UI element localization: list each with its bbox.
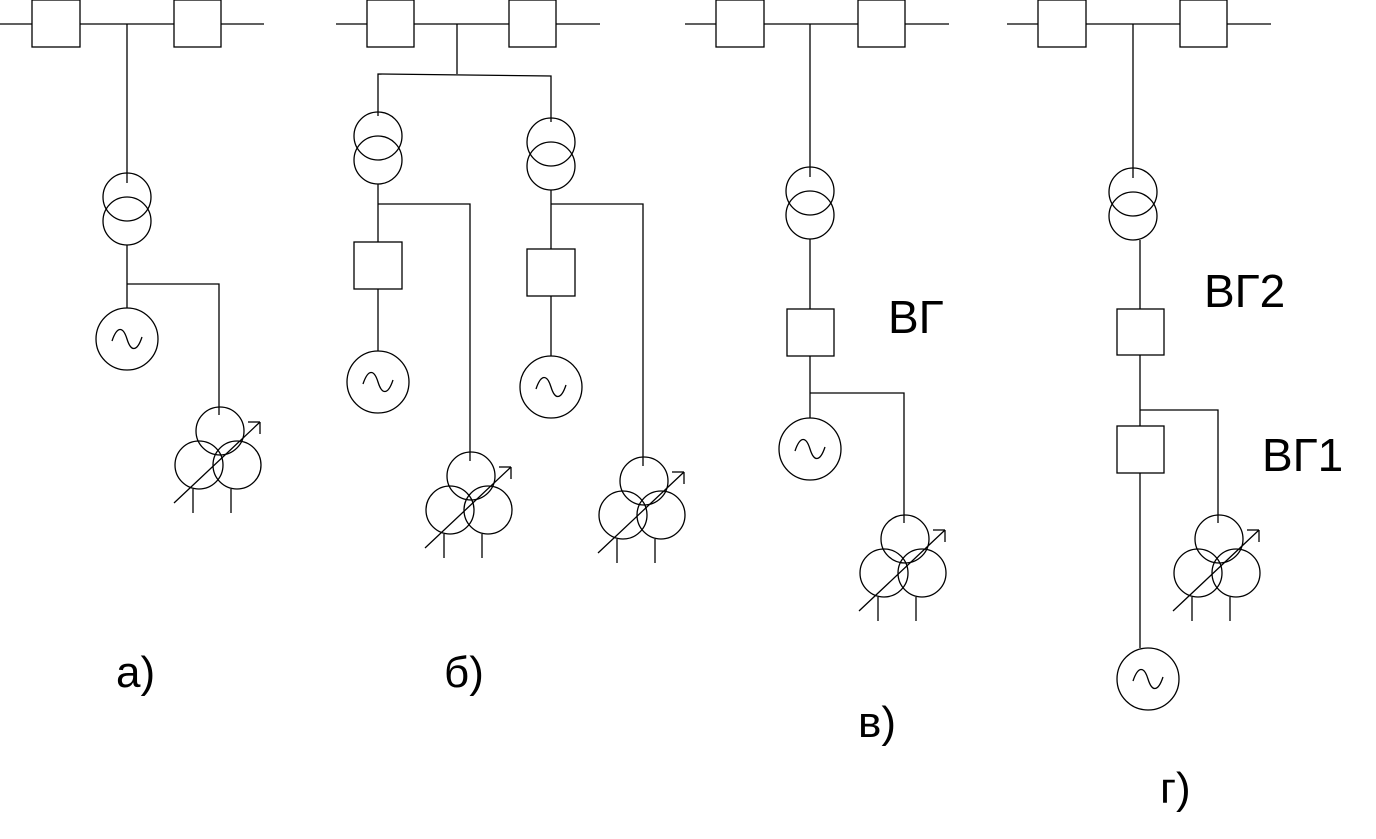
bus-breaker bbox=[857, 0, 906, 48]
bus-breaker bbox=[31, 0, 81, 48]
caption-a: а) bbox=[116, 648, 155, 697]
generator-breaker bbox=[353, 241, 403, 290]
variant-b-scheme bbox=[336, 0, 686, 564]
caption-g: г) bbox=[1160, 764, 1191, 813]
transformer-icon bbox=[353, 111, 403, 185]
caption-b: б) bbox=[444, 648, 484, 697]
generator-breaker bbox=[526, 248, 576, 297]
generator-icon bbox=[1116, 647, 1180, 711]
label-vg1: ВГ1 bbox=[1262, 429, 1343, 481]
three-winding-transformer-icon bbox=[1172, 514, 1261, 622]
bus-breaker bbox=[715, 0, 765, 48]
bus-breaker bbox=[508, 0, 557, 48]
three-winding-transformer-icon bbox=[173, 406, 262, 514]
transformer-icon bbox=[1108, 167, 1158, 241]
generator-icon bbox=[95, 307, 159, 371]
caption-v: в) bbox=[858, 698, 896, 747]
three-winding-transformer-icon bbox=[424, 451, 513, 559]
breaker-vg2 bbox=[1116, 308, 1165, 356]
label-vg2: ВГ2 bbox=[1204, 265, 1285, 317]
variant-v-scheme bbox=[685, 0, 949, 622]
three-winding-transformer-icon bbox=[858, 514, 947, 622]
three-winding-transformer-icon bbox=[597, 456, 686, 564]
label-vg: ВГ bbox=[888, 291, 944, 343]
generator-icon bbox=[778, 417, 842, 481]
transformer-icon bbox=[102, 172, 152, 246]
bus-breaker bbox=[1037, 0, 1087, 48]
variant-a-scheme bbox=[0, 0, 264, 514]
generator-breaker bbox=[786, 308, 835, 357]
breaker-vg1 bbox=[1116, 425, 1165, 474]
transformer-icon bbox=[785, 166, 835, 240]
bus-breaker bbox=[1179, 0, 1228, 48]
generator-icon bbox=[519, 355, 583, 419]
transformer-icon bbox=[526, 117, 576, 191]
generator-icon bbox=[346, 350, 410, 414]
bus-breaker bbox=[173, 0, 222, 48]
bus-breaker bbox=[366, 0, 415, 48]
variant-g-scheme bbox=[1007, 0, 1271, 711]
